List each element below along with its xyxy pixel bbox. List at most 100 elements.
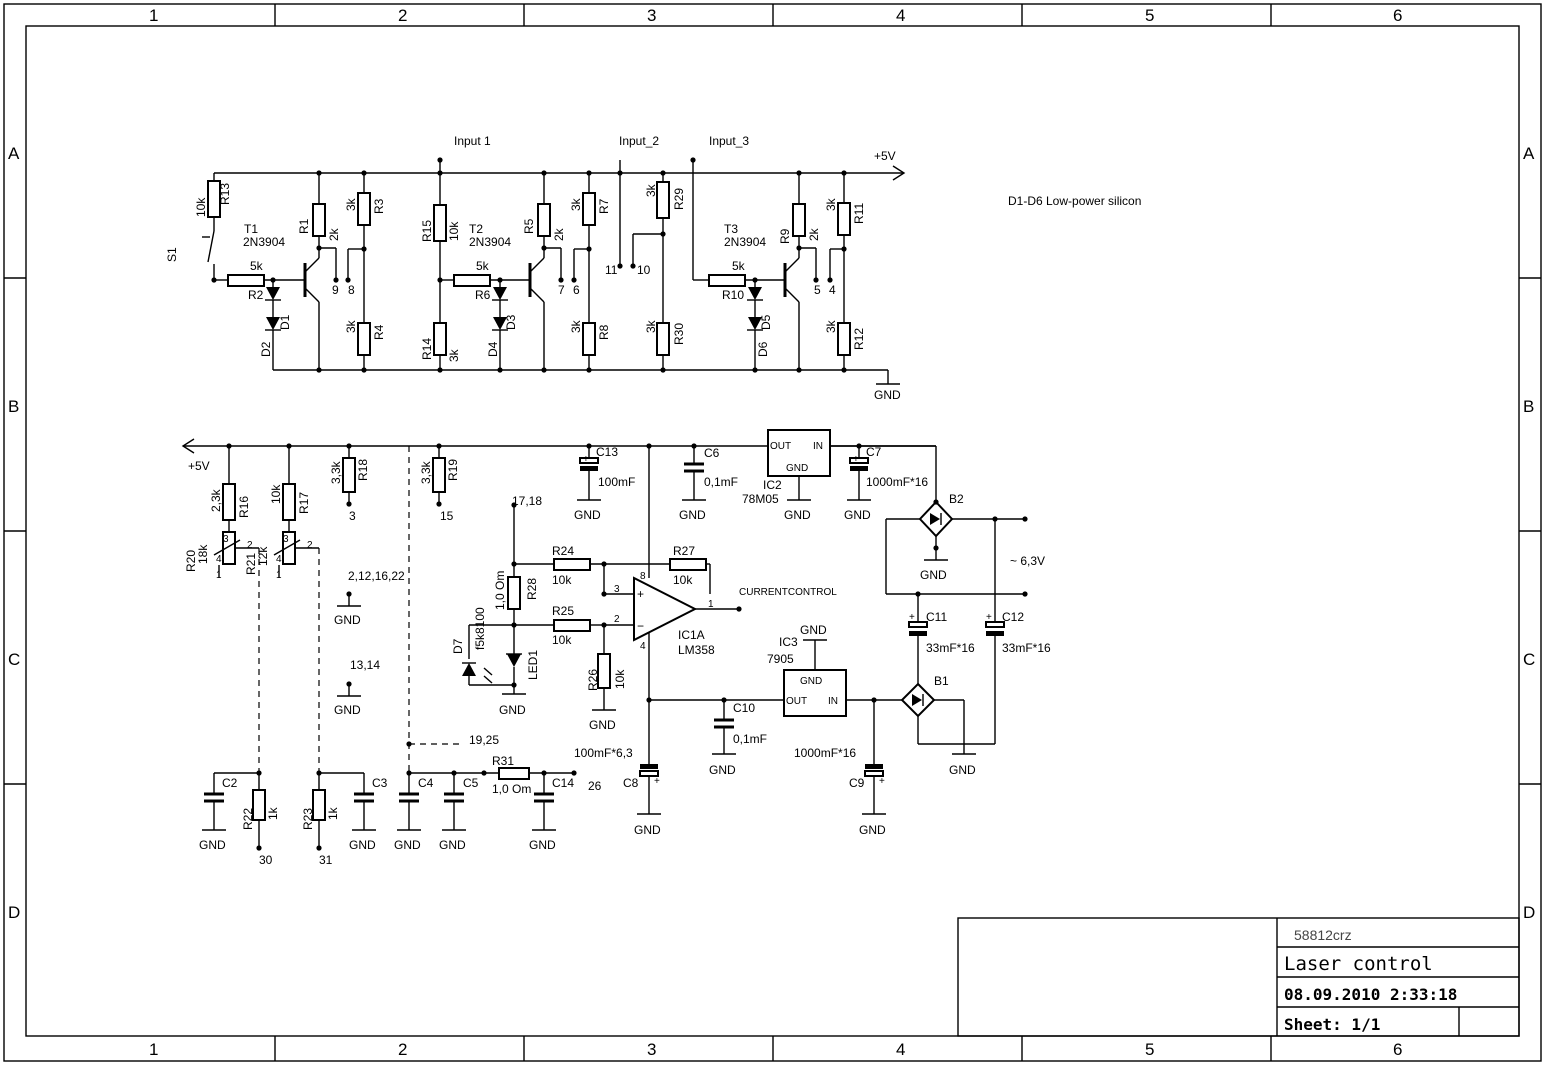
pin-4: 4 <box>829 283 836 297</box>
r1-val: 2k <box>327 227 341 241</box>
pin-31: 31 <box>319 853 333 867</box>
r21-pin-1: 1 <box>276 570 282 581</box>
t3-ref: T3 <box>724 222 738 236</box>
t1-val: 2N3904 <box>243 235 285 249</box>
r20-val: 18k <box>196 544 210 564</box>
col-label-1-bottom: 1 <box>149 1040 158 1059</box>
row-label-a-right: A <box>1523 144 1535 163</box>
col-label-5-bottom: 5 <box>1145 1040 1154 1059</box>
c9-ref: C9 <box>849 776 865 790</box>
d4-ref: D4 <box>486 341 500 357</box>
r20-pin-3: 3 <box>223 534 229 545</box>
c8-ref: C8 <box>623 776 639 790</box>
opamp-minus-sign: − <box>637 619 644 633</box>
pin-17-18: 17,18 <box>512 494 542 508</box>
r11-val: 3k <box>824 197 838 211</box>
r30-val: 3k <box>644 319 658 333</box>
c14-ref: C14 <box>552 776 574 790</box>
gnd-r26: GND <box>589 718 616 732</box>
gnd-c13: GND <box>574 508 601 522</box>
ic2-ref: IC2 <box>763 478 782 492</box>
diode-note: D1-D6 Low-power silicon <box>1008 194 1141 208</box>
r24-val: 10k <box>552 573 572 587</box>
pin-5: 5 <box>814 283 821 297</box>
row-label-d-right: D <box>1523 903 1535 922</box>
ac-voltage-label: ~ 6,3V <box>1010 554 1045 568</box>
gnd-led1: GND <box>499 703 526 717</box>
r18-ref: R18 <box>356 459 370 481</box>
c9-val: 1000mF*16 <box>794 746 856 760</box>
r24-ref: R24 <box>552 544 574 558</box>
t3-val: 2N3904 <box>724 235 766 249</box>
r21-val: 12k <box>256 546 270 566</box>
d7-val: f5k8100 <box>473 607 487 650</box>
r19-ref: R19 <box>446 459 460 481</box>
r21-ref: R21 <box>244 553 258 575</box>
c13-ref: C13 <box>596 445 618 459</box>
gnd-c8: GND <box>634 823 661 837</box>
c4-ref: C4 <box>418 776 434 790</box>
ic1-pin-1: 1 <box>708 599 714 610</box>
c12-ref: C12 <box>1002 610 1024 624</box>
col-label-5: 5 <box>1145 6 1154 25</box>
ic1-pin-4: 4 <box>640 641 646 652</box>
gnd-c5: GND <box>439 838 466 852</box>
r13-ref: R13 <box>218 183 232 205</box>
r14-val: 3k <box>447 348 461 362</box>
r25-ref: R25 <box>552 604 574 618</box>
r3-ref: R3 <box>372 198 386 214</box>
c9-plus: + <box>879 776 885 787</box>
r22-ref: R22 <box>241 808 255 830</box>
ic3-in: IN <box>828 696 838 707</box>
r20-pin-1: 1 <box>216 570 222 581</box>
ic2-out: OUT <box>770 441 791 452</box>
r10-ref: R10 <box>722 288 744 302</box>
c6-ref: C6 <box>704 446 720 460</box>
drawing-datetime: 08.09.2010 2:33:18 <box>1284 985 1457 1004</box>
r4-val: 3k <box>344 319 358 333</box>
ic2-in: IN <box>813 441 823 452</box>
t1-ref: T1 <box>244 222 258 236</box>
pin-11: 11 <box>605 263 618 277</box>
drawing-frame: 1 2 3 4 5 6 1 2 3 4 5 6 A B C D A B C D <box>3 3 1542 1062</box>
c11-val: 33mF*16 <box>926 641 975 655</box>
d2-ref: D2 <box>259 341 273 357</box>
c11-ref: C11 <box>926 610 947 624</box>
ic2-gnd: GND <box>786 463 808 474</box>
r11-ref: R11 <box>852 203 866 224</box>
net-5v-left: +5V <box>188 459 210 473</box>
gnd-c6: GND <box>679 508 706 522</box>
r20-ref: R20 <box>184 550 198 572</box>
r31-val: 1,0 Om <box>492 782 531 796</box>
pin-26: 26 <box>588 779 602 793</box>
r21-pin-4: 4 <box>276 554 282 565</box>
c5-ref: C5 <box>463 776 479 790</box>
gnd-b1: GND <box>949 763 976 777</box>
pin-6: 6 <box>573 283 580 297</box>
c13-val: 100mF <box>598 475 635 489</box>
r20-pin-4: 4 <box>216 554 222 565</box>
r4-ref: R4 <box>372 324 386 340</box>
r21-pin-2: 2 <box>307 540 313 551</box>
r14-ref: R14 <box>420 338 434 360</box>
col-label-6-bottom: 6 <box>1393 1040 1402 1059</box>
c10-ref: C10 <box>733 701 755 715</box>
c8-val: 100mF*6,3 <box>574 746 633 760</box>
c12-val: 33mF*16 <box>1002 641 1051 655</box>
d3-ref: D3 <box>504 314 518 330</box>
gnd-c2: GND <box>199 838 226 852</box>
gnd-ic2: GND <box>784 508 811 522</box>
row-label-c: C <box>8 650 20 669</box>
c6-val: 0,1mF <box>704 475 738 489</box>
c8-plus: + <box>654 776 660 787</box>
d7-ref: D7 <box>451 638 465 654</box>
r17-ref: R17 <box>297 492 311 514</box>
r6-ref: R6 <box>475 288 491 302</box>
r2-val: 5k <box>250 259 264 273</box>
r23-ref: R23 <box>301 808 315 830</box>
t2-ref: T2 <box>469 222 483 236</box>
col-label-3: 3 <box>647 6 656 25</box>
net-input-1: Input 1 <box>454 134 491 148</box>
pin-2-12-16-22: 2,12,16,22 <box>348 569 405 583</box>
